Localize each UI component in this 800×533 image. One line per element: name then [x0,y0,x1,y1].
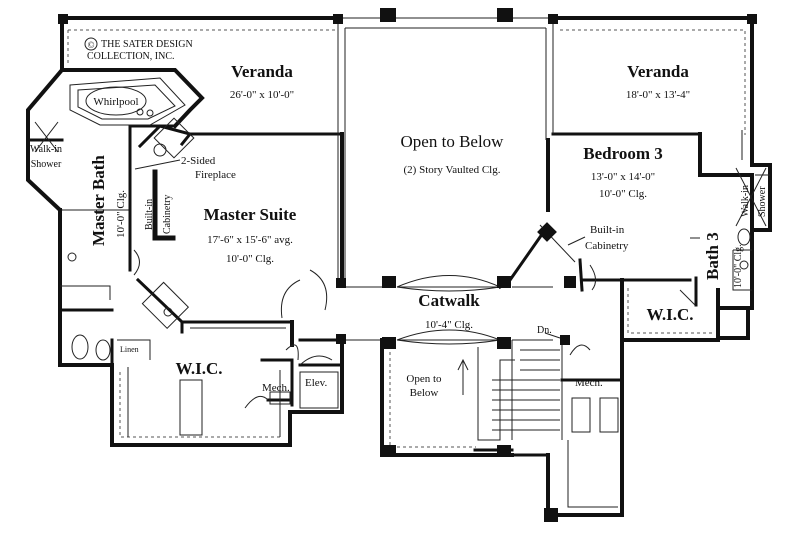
whirlpool-label: Whirlpool [93,96,138,108]
master-suite-name: Master Suite [204,205,297,224]
mech-right-label: Mech. [575,377,603,389]
bath3-name: Bath 3 [703,232,722,280]
shower-left-label-2: Shower [31,159,62,170]
veranda-right-name: Veranda [627,62,689,81]
open-below-small-2: Below [410,387,439,399]
cabinetry-left-label-1: Built-in [144,199,155,230]
fireplace-label-2: Fireplace [195,169,236,181]
down-label: Dn. [537,325,552,336]
shower-right-label-2: Shower [757,186,768,217]
copyright-block: © THE SATER DESIGN COLLECTION, INC. [84,37,193,62]
shower-left-label-1: Walk-in [30,144,62,155]
catwalk-name: Catwalk [418,291,480,310]
toilet-left [71,334,89,360]
master-bath-name: Master Bath [89,155,108,246]
shower-right-label-1: Walk-in [740,185,751,217]
whirlpool-tub [85,86,147,116]
fixtures [34,77,767,437]
open-below-small-1: Open to [406,373,442,385]
master-suite-clg: 10'-0" Clg. [226,253,274,265]
bedroom3-name: Bedroom 3 [583,144,663,163]
veranda-left-dims: 26'-0" x 10'-0" [230,89,294,101]
copyright-line1: THE SATER DESIGN [101,39,193,50]
cabinetry-right-label-2: Cabinetry [585,240,629,252]
copyright-symbol: © [88,40,95,50]
copyright-line2: COLLECTION, INC. [87,51,175,62]
mech-left-label: Mech. [262,382,290,394]
master-suite-dims: 17'-6" x 15'-6" avg. [207,234,293,246]
wic-left-name: W.I.C. [175,359,222,378]
cabinetry-left-label-2: Cabinetry [162,195,173,234]
linen-label: Linen [120,345,139,354]
toilet-right [737,228,751,246]
bedroom3-clg: 10'-0" Clg. [599,188,647,200]
bath3-clg: 10'-0" Clg. [733,244,744,288]
fireplace-label-1: 2-Sided [181,155,216,167]
room-labels: Veranda 26'-0" x 10'-0" Veranda 18'-0" x… [89,62,744,399]
fixture-labels: Whirlpool Walk-in Shower Walk-in Shower … [30,96,768,394]
exterior-walls [26,16,772,517]
catwalk-dims: 10'-4" Clg. [425,319,473,331]
bedroom3-dims: 13'-0" x 14'-0" [591,171,655,183]
cabinetry-right-label-1: Built-in [590,224,625,236]
veranda-right-dims: 18'-0" x 13'-4" [626,89,690,101]
open-to-below-note: (2) Story Vaulted Clg. [404,164,501,176]
elev-label: Elev. [305,377,327,389]
veranda-left-name: Veranda [231,62,293,81]
master-bath-clg: 10'-0" Clg. [115,190,127,238]
copyright-icon [84,37,98,51]
wic-right-name: W.I.C. [646,305,693,324]
open-to-below-name: Open to Below [401,132,505,151]
interior-walls [26,18,770,508]
